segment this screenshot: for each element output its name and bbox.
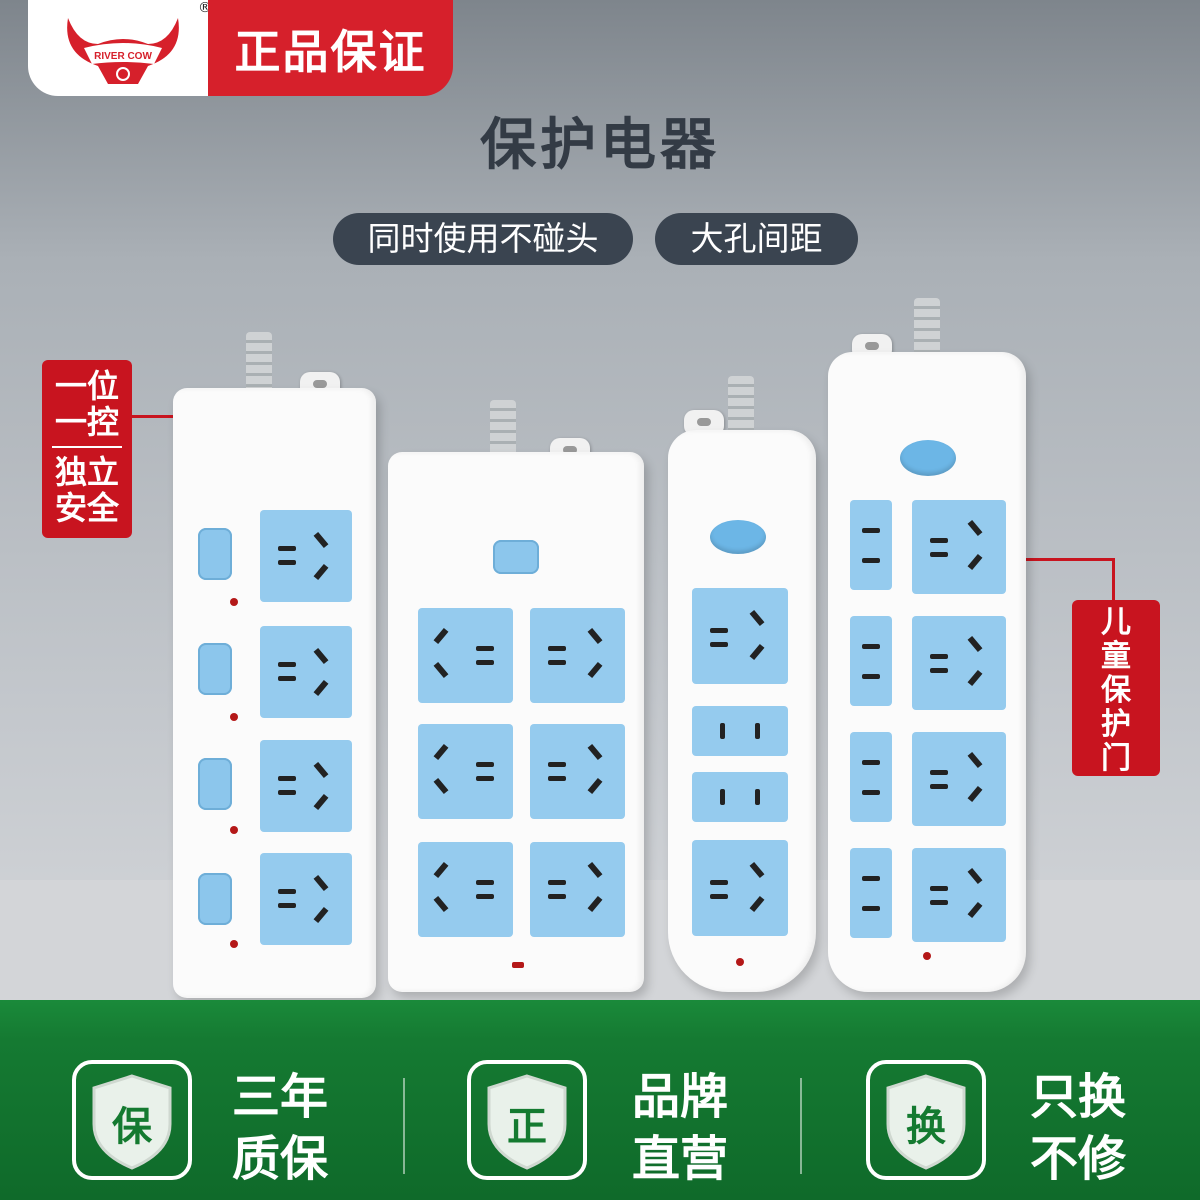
five-hole-socket — [260, 510, 352, 602]
bar-divider — [800, 1078, 802, 1174]
five-hole-socket — [260, 853, 352, 945]
brand-header: RIVER COW ® 正品保证 — [28, 0, 453, 96]
five-hole-socket — [912, 500, 1006, 594]
callout-line: 门 — [1101, 741, 1131, 776]
power-strip-2 — [388, 452, 644, 992]
two-hole-socket — [692, 706, 788, 756]
indicator-led — [736, 958, 744, 966]
master-switch[interactable] — [710, 520, 766, 554]
bar-line: 三年 — [232, 1069, 329, 1125]
five-hole-socket — [418, 842, 513, 937]
two-hole-socket — [850, 848, 892, 938]
two-hole-socket — [850, 616, 892, 706]
replace-only-text: 只换 不修 — [1030, 1066, 1126, 1190]
five-hole-socket — [418, 608, 513, 703]
master-switch[interactable] — [493, 540, 539, 574]
bar-line: 品牌 — [632, 1069, 729, 1125]
callout-line: 儿 — [1101, 605, 1131, 640]
five-hole-socket — [530, 608, 625, 703]
five-hole-socket — [692, 588, 788, 684]
callout-pointer-line — [1112, 558, 1115, 602]
authenticity-banner: 正品保证 — [208, 0, 453, 96]
bar-line: 直营 — [632, 1131, 729, 1187]
indicator-led — [230, 826, 238, 834]
indicator-led — [512, 962, 524, 968]
power-strip-4 — [828, 352, 1026, 992]
svg-text:RIVER COW: RIVER COW — [94, 51, 152, 62]
socket-switch[interactable] — [198, 873, 232, 925]
headline: 保护电器 — [480, 113, 720, 178]
power-cord — [490, 400, 516, 458]
authenticity-label: 正品保证 — [234, 25, 427, 79]
callout-pointer-line — [985, 558, 1115, 561]
callout-line: 安全 — [54, 489, 119, 527]
five-hole-socket — [912, 732, 1006, 826]
river-cow-logo-icon: RIVER COW — [67, 18, 179, 84]
five-hole-socket — [530, 842, 625, 937]
callout-child-safety-door: 儿 童 保 护 门 — [1072, 600, 1160, 776]
five-hole-socket — [260, 626, 352, 718]
bar-line: 只换 — [1030, 1069, 1127, 1125]
power-cord — [914, 298, 940, 362]
callout-line: 童 — [1101, 639, 1131, 674]
bar-line: 质保 — [232, 1131, 329, 1187]
five-hole-socket — [530, 724, 625, 819]
replace-badge: 换 — [866, 1060, 986, 1180]
five-hole-socket — [912, 848, 1006, 942]
callout-line: 一位 — [54, 367, 119, 405]
callout-separator — [52, 446, 122, 448]
bar-divider — [403, 1078, 405, 1174]
shield-icon — [886, 1074, 966, 1170]
five-hole-socket — [418, 724, 513, 819]
badge-char: 保 — [112, 1104, 152, 1150]
two-hole-socket — [850, 732, 892, 822]
five-hole-socket — [692, 840, 788, 936]
warranty-badge: 保 — [72, 1060, 192, 1180]
socket-switch[interactable] — [198, 758, 232, 810]
indicator-led — [230, 598, 238, 606]
badge-char: 换 — [906, 1104, 946, 1150]
five-hole-socket — [912, 616, 1006, 710]
bar-line: 不修 — [1030, 1131, 1127, 1187]
callout-line: 护 — [1101, 707, 1131, 742]
indicator-led — [230, 940, 238, 948]
callout-line: 独立 — [54, 453, 119, 491]
power-cord — [728, 376, 754, 436]
badge-char: 正 — [507, 1104, 547, 1150]
logo-box: RIVER COW ® — [28, 0, 212, 96]
feature-pill-1: 同时使用不碰头 — [333, 213, 633, 265]
guarantee-bar — [0, 1000, 1200, 1200]
shield-icon — [487, 1074, 567, 1170]
power-strip-1 — [173, 388, 376, 998]
power-strip-3 — [668, 430, 816, 992]
indicator-led — [923, 952, 931, 960]
callout-line: 一控 — [54, 403, 119, 441]
indicator-led — [230, 713, 238, 721]
brand-direct-text: 品牌 直营 — [632, 1066, 728, 1190]
socket-switch[interactable] — [198, 528, 232, 580]
feature-pill-2: 大孔间距 — [655, 213, 858, 265]
five-hole-socket — [260, 740, 352, 832]
two-hole-socket — [850, 500, 892, 590]
callout-line: 保 — [1101, 673, 1131, 708]
master-switch[interactable] — [900, 440, 956, 476]
socket-switch[interactable] — [198, 643, 232, 695]
shield-icon — [92, 1074, 172, 1170]
two-hole-socket — [692, 772, 788, 822]
genuine-badge: 正 — [467, 1060, 587, 1180]
callout-individual-switch: 一位 一控 独立 安全 — [42, 360, 132, 538]
warranty-text: 三年 质保 — [232, 1066, 328, 1190]
